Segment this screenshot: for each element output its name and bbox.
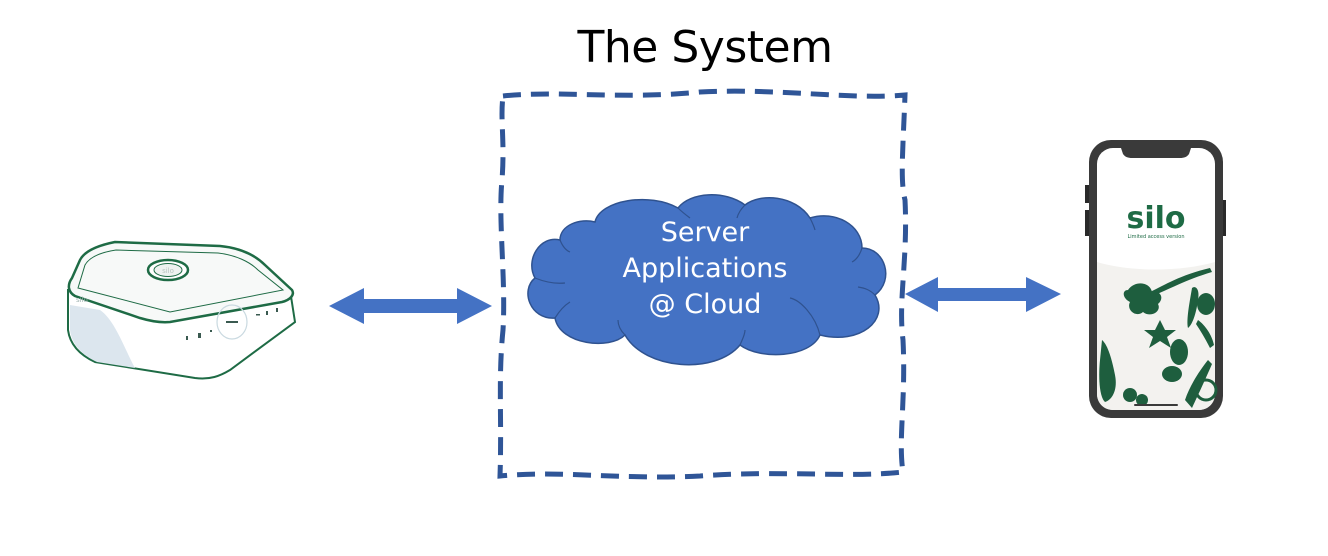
cloud-crease: [559, 239, 571, 253]
produce-illustration: [1099, 268, 1218, 408]
phone-notch: [1121, 148, 1191, 158]
phone-side-button: [1085, 210, 1089, 236]
cloud-crease: [534, 277, 566, 284]
cloud-label-line: Server: [660, 217, 750, 248]
cloud-label: Server Applications @ Cloud: [580, 215, 830, 323]
cloud-crease: [739, 329, 746, 346]
cloud-crease: [789, 297, 821, 336]
left-bidirectional-arrow: [329, 288, 492, 324]
cloud-crease: [554, 301, 571, 319]
silo-hub-device: silo silo: [67, 240, 297, 380]
app-logo: silo: [1126, 201, 1185, 236]
hub-button-logo: silo: [162, 267, 174, 275]
phone-side-button: [1223, 200, 1226, 236]
smartphone-device: silo Limited access version: [1085, 140, 1226, 418]
app-subtitle: Limited access version: [1128, 234, 1185, 240]
cloud-crease: [857, 286, 876, 296]
diagram-title: The System: [577, 22, 833, 73]
cloud-label-line: Applications: [622, 253, 788, 284]
right-bidirectional-arrow: [905, 277, 1061, 312]
phone-home-indicator: [1134, 404, 1178, 406]
cloud-crease: [677, 207, 691, 219]
cloud-shape: [527, 194, 887, 366]
cloud-crease: [617, 319, 626, 336]
cloud-crease: [851, 247, 863, 263]
cloud-crease: [736, 204, 746, 219]
phone-side-button: [1085, 185, 1089, 203]
cloud-crease: [809, 217, 816, 231]
hub-side-logo: silo: [76, 296, 88, 304]
cloud-label-line: @ Cloud: [648, 289, 762, 320]
